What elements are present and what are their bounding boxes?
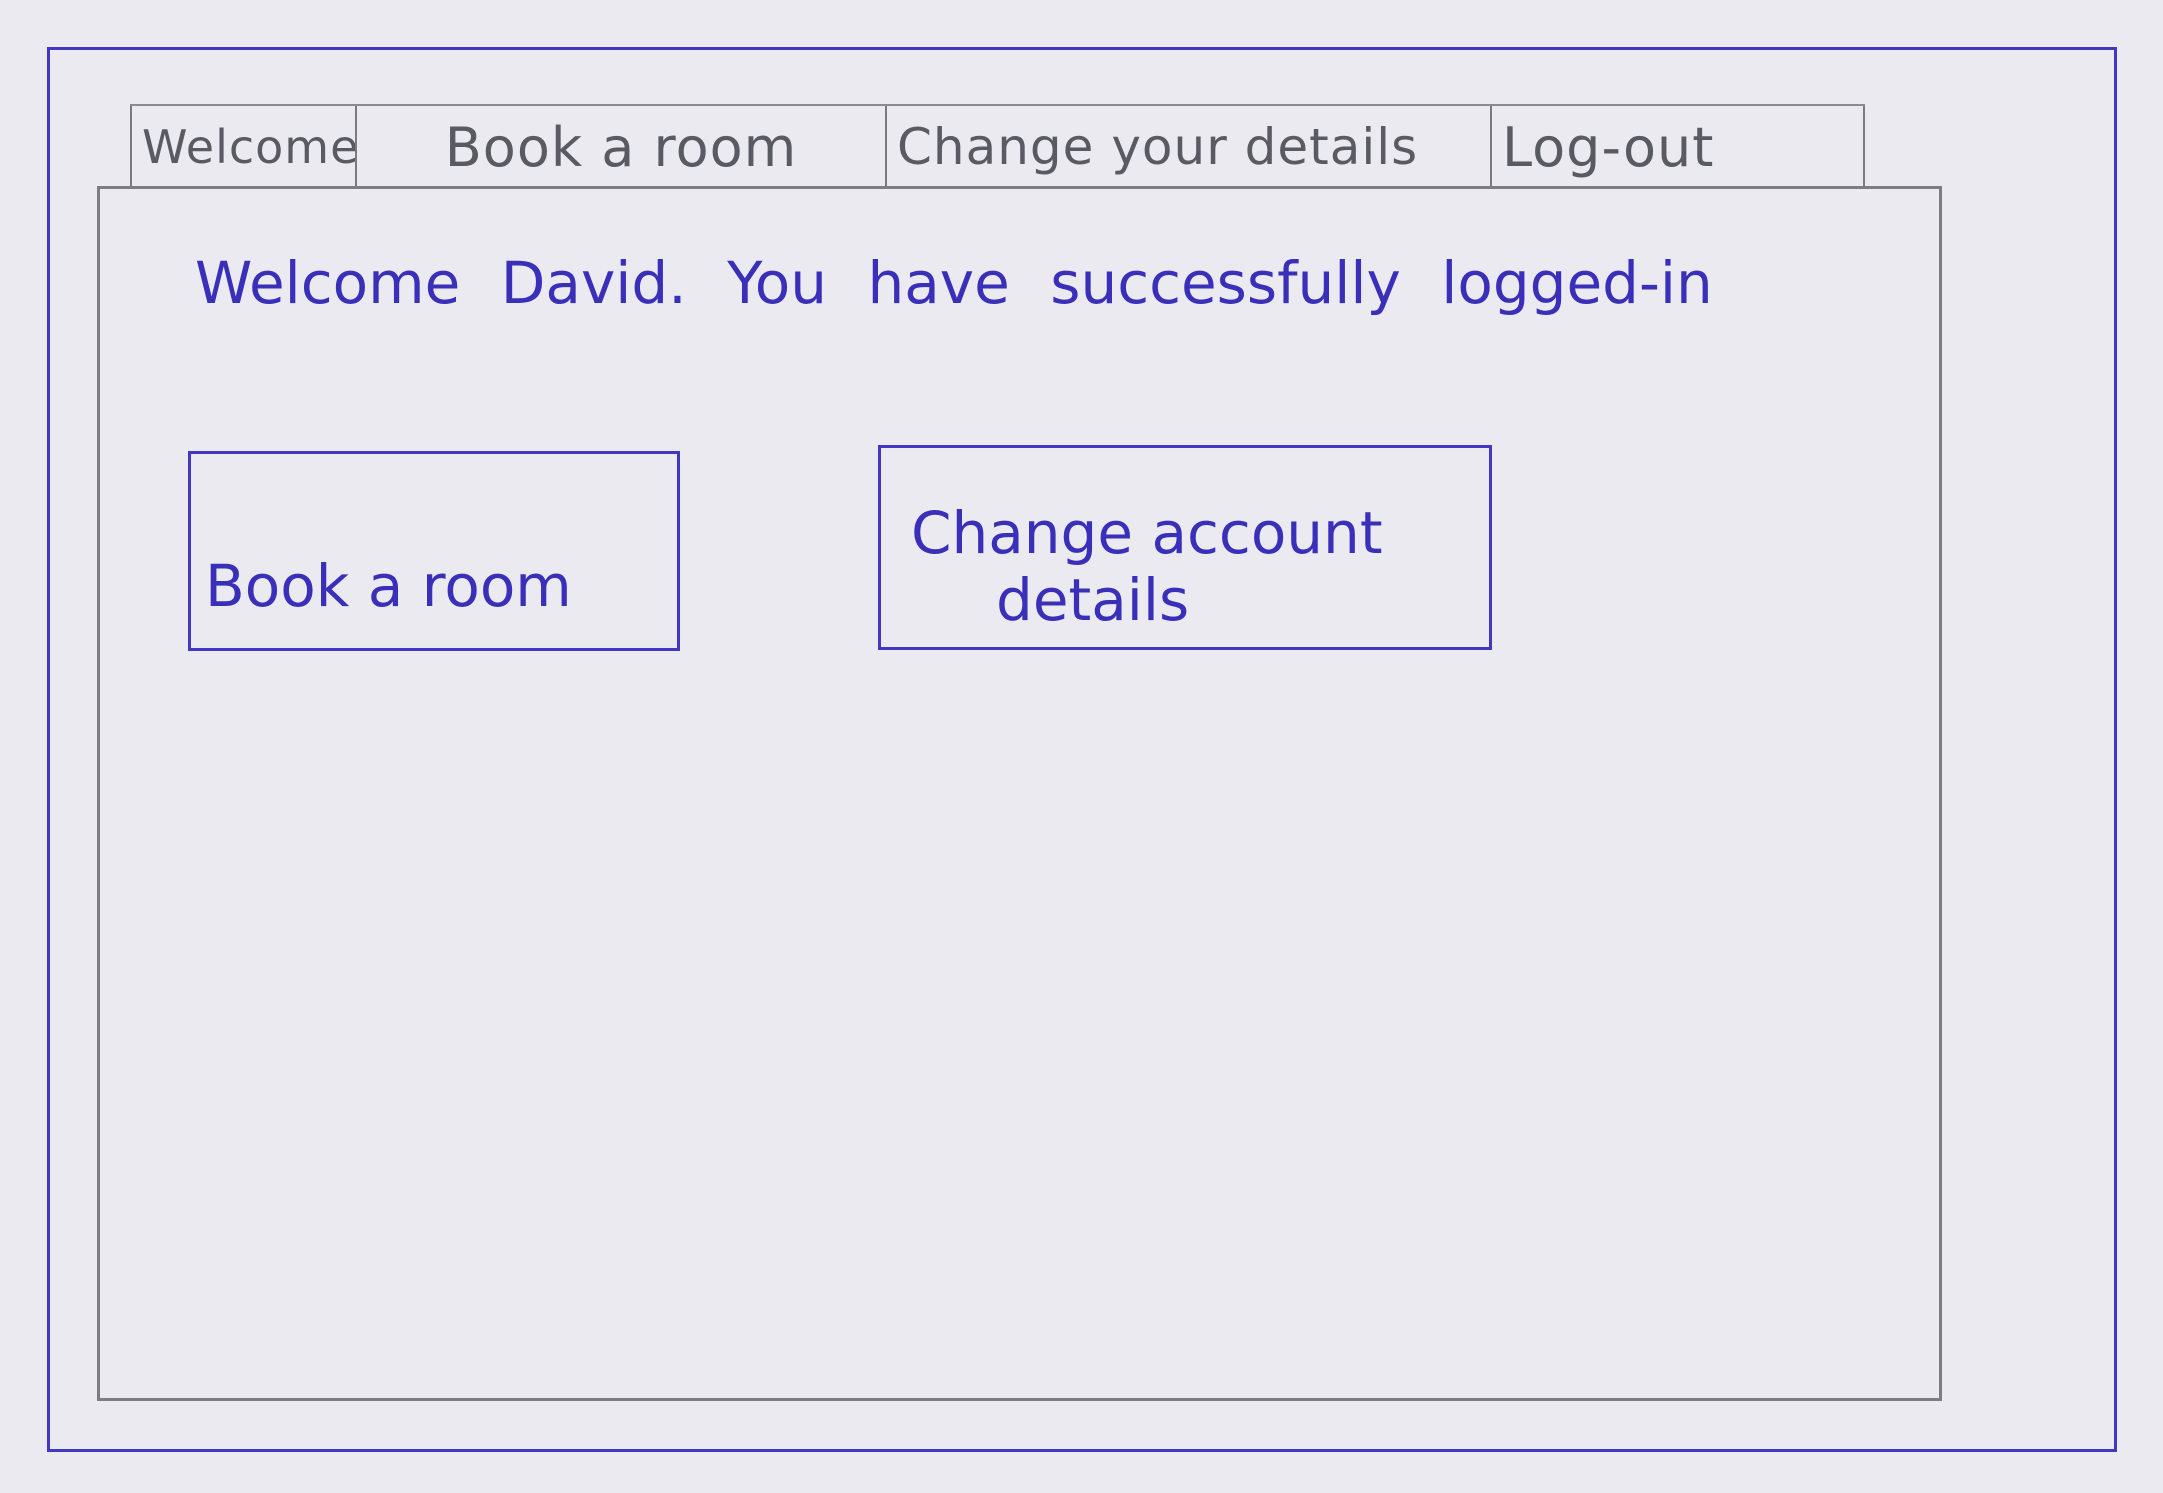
tab-change-your-details[interactable]: Change your details — [885, 106, 1490, 188]
tab-book-a-room[interactable]: Book a room — [355, 106, 885, 188]
welcome-message: Welcome David. You have successfully log… — [195, 249, 1713, 317]
book-a-room-button-label: Book a room — [205, 552, 572, 620]
tab-welcome[interactable]: Welcome — [130, 106, 358, 188]
content-panel: Welcome David. You have successfully log… — [97, 186, 1942, 1401]
tab-log-out[interactable]: Log-out — [1490, 106, 1865, 188]
change-account-details-label-line1: Change account — [911, 498, 1383, 567]
change-account-details-label-line2: details — [996, 565, 1190, 634]
tab-bar: Welcome Book a room Change your details … — [130, 104, 1865, 188]
change-account-details-button[interactable]: Change account details — [878, 445, 1492, 650]
app-window — [47, 47, 2117, 1452]
book-a-room-button[interactable]: Book a room — [188, 451, 680, 651]
